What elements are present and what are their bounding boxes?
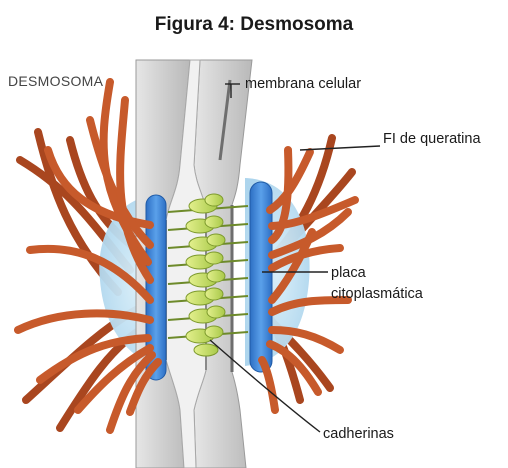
label-placa: placa <box>331 265 366 281</box>
label-citoplasmatica: citoplasmática <box>331 286 423 302</box>
label-membrana-celular: membrana celular <box>245 76 361 92</box>
label-cadherinas: cadherinas <box>323 426 394 442</box>
label-desmosoma: DESMOSOMA <box>8 73 103 89</box>
label-fi-queratina: FI de queratina <box>383 131 481 147</box>
